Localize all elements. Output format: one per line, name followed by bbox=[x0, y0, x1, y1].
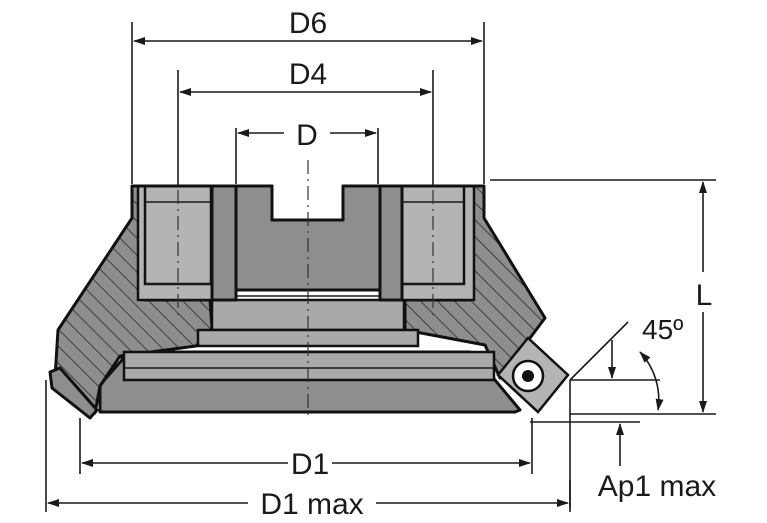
dimension-d4: D4 bbox=[177, 58, 434, 186]
dimension-d: D bbox=[235, 119, 379, 184]
right-insert bbox=[496, 336, 570, 414]
label-d1: D1 bbox=[291, 448, 329, 481]
label-ap1max: Ap1 max bbox=[598, 470, 716, 503]
dimension-l: L bbox=[490, 179, 716, 415]
right-bolt bbox=[378, 184, 476, 302]
dimension-d1max: D1 max bbox=[45, 380, 571, 521]
label-d4: D4 bbox=[289, 58, 327, 91]
dimension-d1: D1 bbox=[79, 418, 533, 481]
dimension-ap1max: Ap1 max bbox=[530, 380, 716, 508]
label-d1max: D1 max bbox=[260, 488, 363, 521]
left-bolt bbox=[136, 184, 238, 302]
label-angle: 45º bbox=[642, 314, 683, 345]
left-insert bbox=[48, 366, 99, 420]
label-l: L bbox=[696, 279, 713, 312]
dimension-d6: D6 bbox=[131, 7, 485, 184]
label-d6: D6 bbox=[289, 7, 327, 40]
angle-45: 45º bbox=[569, 314, 683, 411]
label-d: D bbox=[296, 119, 318, 152]
